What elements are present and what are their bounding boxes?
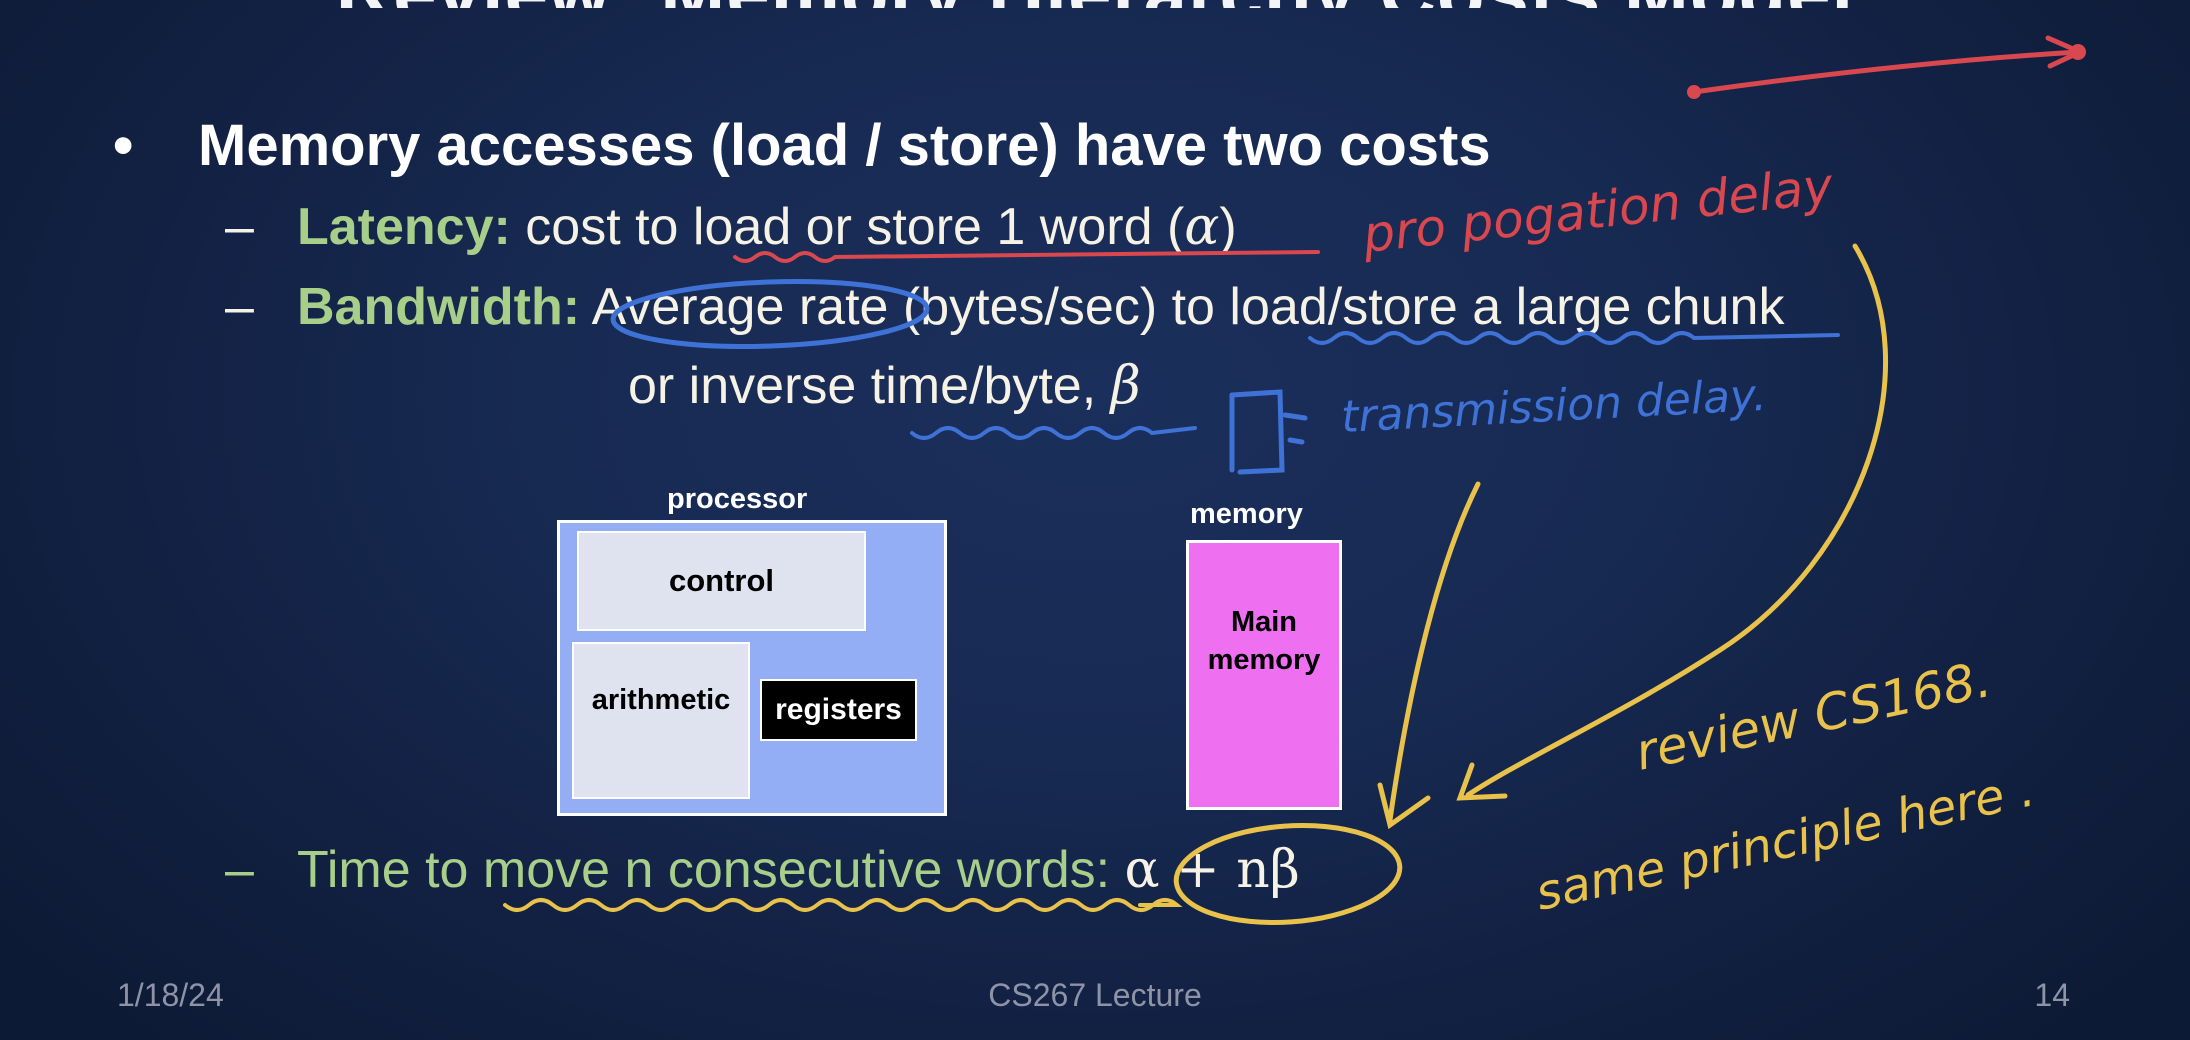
red-arrow-icon: [1687, 35, 2087, 99]
latency-close: ): [1219, 198, 1237, 256]
bandwidth-keyword: Bandwidth:: [297, 278, 581, 336]
memory-label: memory: [1190, 498, 1303, 530]
alpha-symbol: α: [1184, 197, 1220, 257]
words-underline-icon: [503, 898, 1183, 912]
latency-text: cost to load or store 1 word (: [510, 198, 1185, 256]
bandwidth-bullet: –Bandwidth: Average rate (bytes/sec) to …: [225, 277, 1784, 337]
main-memory-line1: Main: [1230, 606, 1298, 638]
footer-date: 1/18/24: [117, 977, 224, 1013]
registers-box: registers: [760, 679, 917, 741]
latency-keyword: Latency:: [297, 198, 511, 256]
footer-course: CS267 Lecture: [988, 977, 1202, 1013]
main-memory-box: Main memory: [1186, 540, 1342, 810]
time-byte-underline-icon: [910, 426, 1197, 440]
dash: –: [225, 198, 254, 256]
main-bullet: • Memory accesses (load / store) have two…: [113, 112, 1491, 179]
beta-symbol: β: [1110, 356, 1141, 416]
main-bullet-text: Memory accesses (load / store) have two …: [198, 113, 1491, 178]
bandwidth-continuation-text: or inverse time/byte,: [628, 357, 1111, 415]
footer-page-number: 14: [2034, 977, 2070, 1013]
bandwidth-text: Average rate (bytes/sec) to load/store a…: [580, 278, 1785, 336]
main-memory-line2: memory: [1207, 644, 1321, 676]
same-principle-note: same principle here .: [1531, 761, 2040, 921]
time-text: Time to move n consecutive words:: [297, 841, 1125, 899]
transmission-delay-note: transmission delay.: [1340, 370, 1768, 443]
review-note: review CS168.: [1630, 650, 1995, 782]
slide-title-fragment: Review: Memory Hierarchy Costs Model: [0, 0, 2190, 8]
processor-label: processor: [667, 483, 808, 515]
time-bullet: –Time to move n consecutive words: α + n…: [225, 840, 1300, 900]
dash: –: [225, 278, 254, 336]
dash: –: [225, 841, 254, 899]
bandwidth-continuation: or inverse time/byte, β: [628, 356, 1141, 416]
latency-bullet: –Latency: cost to load or store 1 word (…: [225, 197, 1237, 257]
control-box: control: [577, 531, 866, 631]
arithmetic-box: arithmetic: [572, 642, 750, 799]
bullet-dot-icon: •: [113, 113, 134, 178]
bracket-mark-icon: [1229, 389, 1308, 475]
cost-formula: α + nβ: [1124, 840, 1300, 900]
